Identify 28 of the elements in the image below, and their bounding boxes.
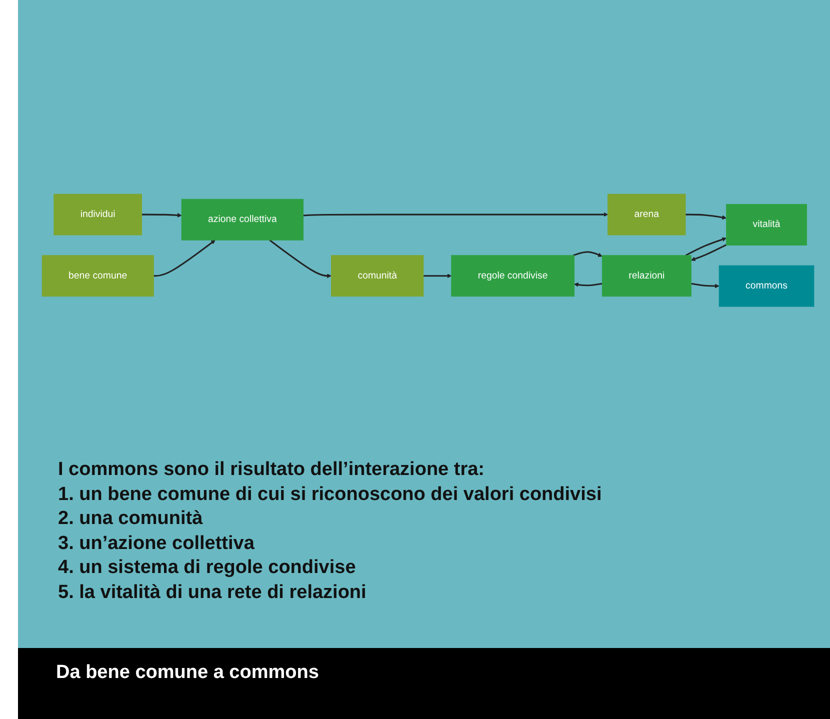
arrow bbox=[574, 282, 602, 287]
arrow bbox=[690, 244, 727, 261]
note-text: I commons sono il risultato dell’interazione tra: bbox=[58, 458, 485, 482]
node-box bbox=[726, 204, 807, 246]
arrow bbox=[303, 212, 608, 216]
node-box bbox=[602, 254, 692, 296]
arrow bbox=[142, 212, 182, 218]
note-text: 5. la vitalità di una rete di relazioni bbox=[58, 580, 366, 604]
arrow bbox=[685, 214, 727, 220]
node-box bbox=[451, 254, 574, 296]
arrow bbox=[423, 273, 452, 278]
arrow bbox=[690, 282, 720, 288]
note-text: 3. un’azione collettiva bbox=[58, 532, 254, 556]
background-panel: individui bene comune azione collettiva comunità arena regole condivise relazioni vitalità commons I commons sono il risultato dell’interazione tra: 1. un bene comune di cui si riconoscono dei valori condivisi 2. una comunità 3. un’azione collettiva 4. un sistema di regole condivise 5. la vitalità di una rete di relazioni bbox=[18, 0, 830, 648]
arrow bbox=[269, 239, 332, 278]
note-text: 2. una comunità bbox=[58, 507, 203, 531]
node-box bbox=[608, 194, 686, 235]
arrow bbox=[685, 236, 727, 256]
caption: Da bene comune a commons bbox=[56, 662, 319, 684]
note-text: 1. un bene comune di cui si riconoscono dei valori condivisi bbox=[58, 482, 602, 506]
arrow bbox=[154, 240, 216, 276]
node-box bbox=[331, 254, 424, 296]
node-box bbox=[718, 265, 814, 306]
arrow bbox=[572, 250, 602, 257]
node-box bbox=[54, 194, 142, 235]
note-text: 4. un sistema di regole condivise bbox=[58, 556, 356, 580]
node-box bbox=[181, 198, 304, 240]
node-box bbox=[42, 254, 154, 296]
